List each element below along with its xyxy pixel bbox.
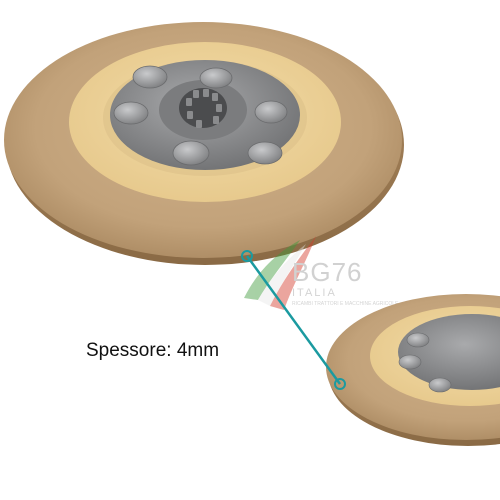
watermark-tagline: RICAMBI TRATTORI E MACCHINE AGRICOLE: [292, 301, 399, 307]
rivets: [113, 65, 288, 166]
rivet: [172, 140, 210, 166]
disc-closeup: [326, 294, 500, 446]
closeup-rivet: [398, 354, 422, 370]
thickness-label: Spessore: 4mm: [86, 340, 220, 361]
spline-teeth: [186, 89, 222, 128]
watermark-country: ITALIA: [292, 287, 337, 299]
closeup-hub: [398, 314, 500, 390]
closeup-rivet: [428, 377, 452, 393]
rivet: [254, 100, 288, 124]
thickness-callout: [241, 250, 346, 390]
rivet: [199, 67, 233, 89]
rivet: [247, 141, 283, 165]
clutch-disc: [4, 22, 404, 265]
flag-swoosh-green: [244, 240, 300, 300]
callout-line: [245, 255, 342, 385]
callout-dot-end: [334, 378, 346, 390]
rivet: [132, 65, 168, 89]
brand-watermark: BG76 ITALIA RICAMBI TRATTORI E MACCHINE …: [244, 236, 399, 310]
rivet: [113, 101, 149, 125]
closeup-rivet: [406, 332, 430, 348]
watermark-brand: BG76: [292, 257, 363, 287]
callout-dot-start: [241, 250, 253, 262]
flag-swoosh-red: [270, 236, 316, 310]
flag-swoosh-white: [258, 244, 306, 306]
